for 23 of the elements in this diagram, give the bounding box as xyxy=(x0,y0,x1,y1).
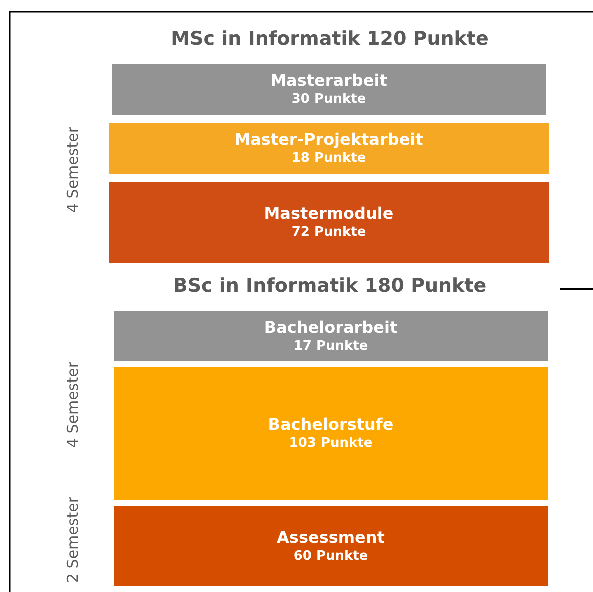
block-title: Masterarbeit xyxy=(270,71,388,91)
credit-block xyxy=(109,182,549,263)
degree-heading: MSc in Informatik 120 Punkte xyxy=(171,28,489,50)
block-title: Assessment xyxy=(277,528,385,548)
block-title: Bachelorarbeit xyxy=(264,318,398,338)
duration-label: 4 Semester xyxy=(64,362,82,448)
duration-label: 4 Semester xyxy=(64,127,82,213)
block-points: 17 Punkte xyxy=(294,338,368,354)
degree-heading: BSc in Informatik 180 Punkte xyxy=(173,275,487,297)
credit-block xyxy=(109,123,549,174)
block-title: Master-Projektarbeit xyxy=(234,130,424,150)
block-points: 103 Punkte xyxy=(289,435,373,452)
credit-block xyxy=(114,311,548,361)
credit-block xyxy=(112,64,546,115)
block-title: Bachelorstufe xyxy=(268,415,394,435)
block-points: 18 Punkte xyxy=(292,150,366,167)
block-points: 60 Punkte xyxy=(294,548,368,564)
block-title: Mastermodule xyxy=(264,204,394,224)
credit-block xyxy=(114,367,548,500)
credit-block xyxy=(114,506,548,586)
block-points: 72 Punkte xyxy=(292,224,366,241)
block-points: 30 Punkte xyxy=(292,91,366,108)
duration-label: 2 Semester xyxy=(64,497,82,583)
